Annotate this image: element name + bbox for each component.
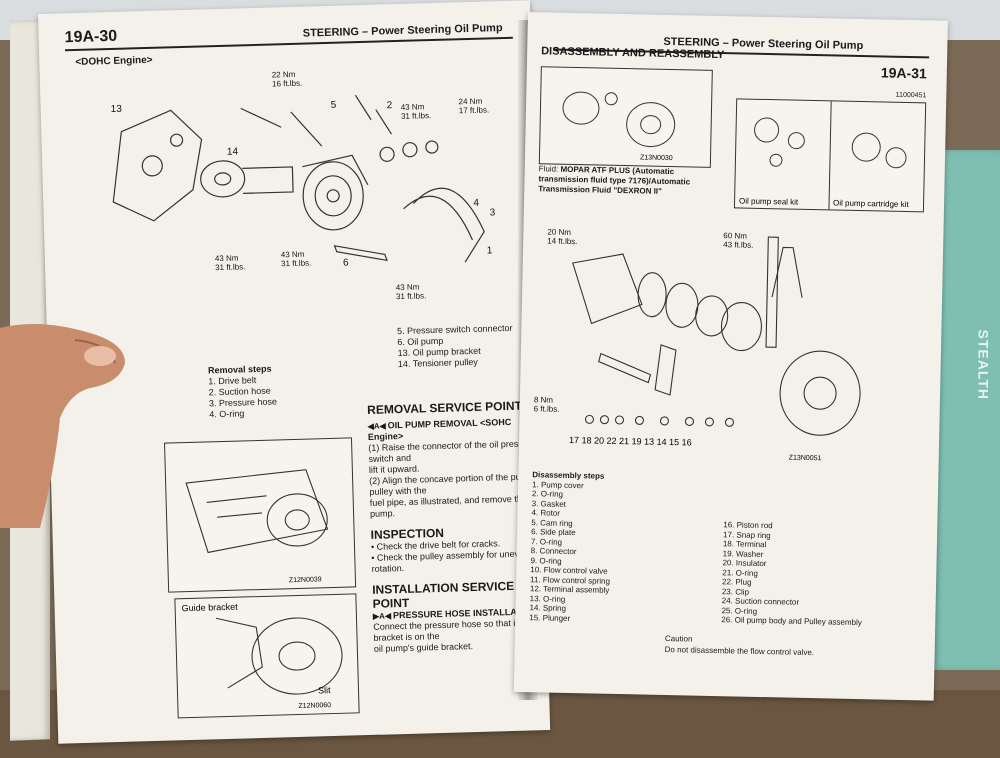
- svg-text:14 ft.lbs.: 14 ft.lbs.: [547, 236, 577, 246]
- callout-2: 2: [387, 100, 393, 111]
- left-page-header: 19A-30 STEERING – Power Steering Oil Pum…: [64, 14, 513, 52]
- caution-note: Caution Do not disassemble the flow cont…: [665, 633, 815, 658]
- svg-text:31 ft.lbs.: 31 ft.lbs.: [401, 111, 431, 121]
- engine-label: <DOHC Engine>: [75, 54, 153, 68]
- svg-text:25–30 Nm: 25–30 Nm: [618, 463, 655, 470]
- fluid-note: Fluid: MOPAR ATF PLUS (Automatic transmi…: [538, 164, 691, 196]
- figure-connector: Z12N0039: [164, 437, 357, 593]
- callout-5: 5: [331, 100, 337, 111]
- seal-kit-label: Oil pump seal kit: [739, 196, 799, 206]
- slit-label: Slit: [318, 685, 331, 695]
- disassembly-steps-right: 16. Piston rod 17. Snap ring 18. Termina…: [721, 520, 862, 628]
- hand-holding-book: [0, 324, 125, 528]
- right-page: STEERING – Power Steering Oil Pump 19A-3…: [513, 12, 948, 701]
- svg-text:43 Nm: 43 Nm: [281, 250, 305, 260]
- svg-text:17 ft.lbs.: 17 ft.lbs.: [459, 105, 489, 115]
- removal-steps: Removal steps 1. Drive belt 2. Suction h…: [207, 363, 278, 420]
- removal-service-title: REMOVAL SERVICE POINT: [366, 398, 523, 417]
- figure-kits: Oil pump seal kit Oil pump cartridge kit: [733, 98, 927, 213]
- right-page-number: 19A-31: [880, 64, 927, 82]
- removal-steps-right: 5. Pressure switch connector 6. Oil pump…: [396, 322, 513, 370]
- svg-text:60 Nm: 60 Nm: [723, 231, 747, 240]
- svg-text:22 Nm: 22 Nm: [272, 70, 296, 80]
- callout-3: 3: [490, 207, 496, 218]
- left-page: 19A-30 STEERING – Power Steering Oil Pum…: [38, 0, 551, 744]
- left-section-title: STEERING – Power Steering Oil Pump: [302, 22, 503, 40]
- oil-pump-removal-title: OIL PUMP REMOVAL <SOHC Engine>: [367, 416, 512, 442]
- svg-text:43 Nm: 43 Nm: [215, 253, 239, 263]
- svg-text:31 ft.lbs.: 31 ft.lbs.: [215, 262, 245, 272]
- bottom-part-numbers: 17 18 20 22 21 19 13 14 15 16: [569, 435, 692, 448]
- callout-6: 6: [343, 257, 349, 268]
- svg-text:43 Nm: 43 Nm: [396, 282, 420, 292]
- svg-text:20 Nm: 20 Nm: [547, 227, 571, 236]
- svg-text:16 ft.lbs.: 16 ft.lbs.: [272, 79, 302, 89]
- svg-text:Z13N0030: Z13N0030: [640, 154, 673, 162]
- left-page-number: 19A-30: [64, 27, 118, 47]
- callout-13: 13: [111, 104, 123, 115]
- svg-text:Z12N0060: Z12N0060: [298, 702, 331, 710]
- svg-text:24 Nm: 24 Nm: [458, 97, 482, 107]
- ref-code: 11000451: [895, 91, 927, 100]
- svg-text:8 Nm: 8 Nm: [534, 395, 554, 404]
- callout-14: 14: [227, 146, 239, 157]
- disassembly-steps: Disassembly steps 1. Pump cover 2. O-rin…: [529, 470, 612, 624]
- svg-text:31 ft.lbs.: 31 ft.lbs.: [281, 258, 311, 268]
- svg-text:Z12N0039: Z12N0039: [289, 576, 322, 584]
- guide-bracket-label: Guide bracket: [182, 602, 239, 614]
- callout-4: 4: [473, 198, 479, 209]
- svg-text:Z13N0051: Z13N0051: [789, 455, 822, 463]
- callout-1: 1: [487, 245, 493, 256]
- side-book-spine: STEALTH: [976, 329, 992, 400]
- figure-fluid-points: Z13N0030: [538, 66, 713, 168]
- cartridge-kit-label: Oil pump cartridge kit: [833, 198, 910, 209]
- figure-guide-bracket: Guide bracket Slit Z12N0060: [174, 593, 360, 719]
- svg-text:31 ft.lbs.: 31 ft.lbs.: [396, 291, 426, 301]
- svg-text:6 ft.lbs.: 6 ft.lbs.: [534, 404, 560, 414]
- disassembly-title: DISASSEMBLY AND REASSEMBLY: [541, 45, 725, 62]
- caution-text: Do not disassemble the flow control valv…: [664, 645, 815, 658]
- svg-text:43 Nm: 43 Nm: [401, 102, 425, 112]
- svg-text:43 ft.lbs.: 43 ft.lbs.: [723, 240, 753, 250]
